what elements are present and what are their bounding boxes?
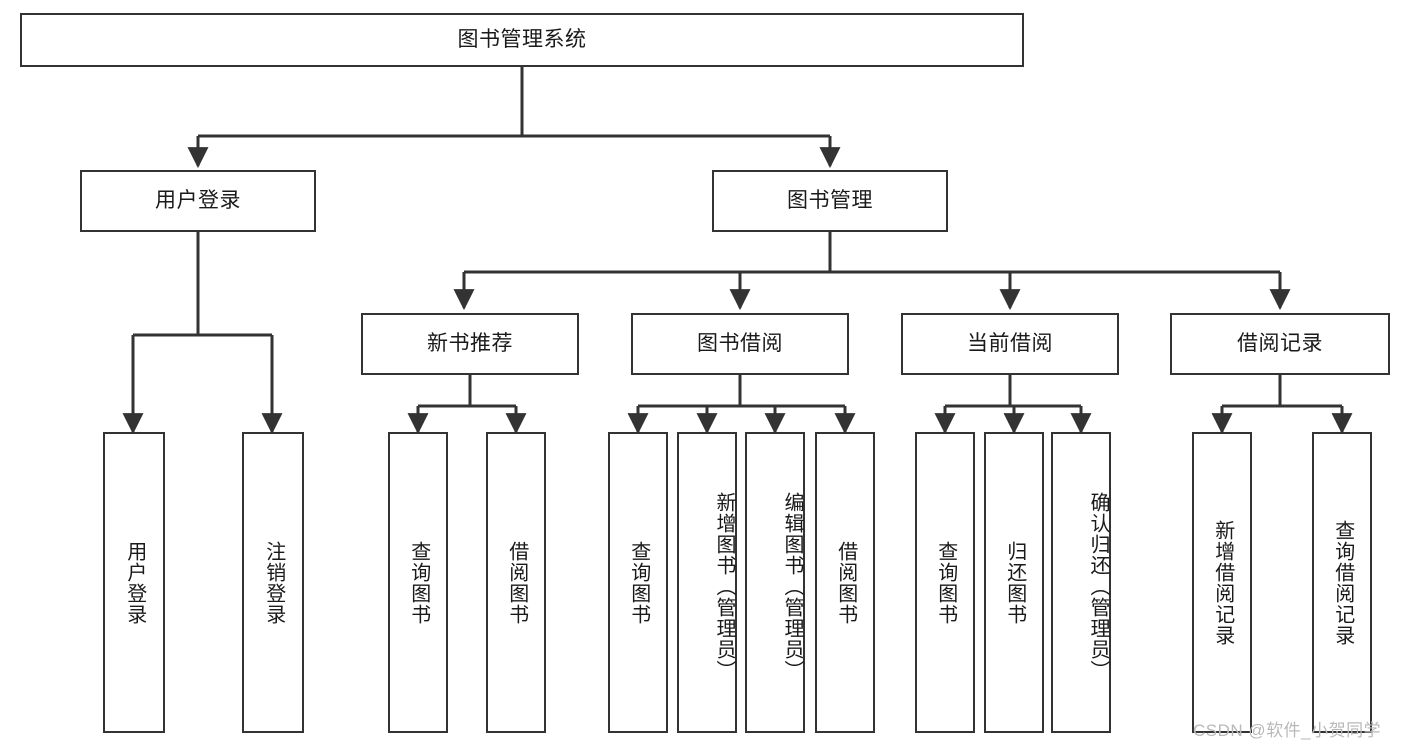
node-borrow-record-label: 借阅记录	[1237, 331, 1323, 355]
node-leaf-query-borrow-record[interactable]: 查询借阅记录	[1312, 432, 1372, 733]
node-leaf-return-book[interactable]: 归还图书	[984, 432, 1044, 733]
watermark: CSDN @软件_小贺同学	[1193, 721, 1382, 740]
node-leaf-confirm-return[interactable]: 确认归还（管理员）	[1051, 432, 1111, 733]
node-user-login-label: 用户登录	[155, 188, 241, 212]
node-leaf-add-book-label: 新增图书（管理员）	[713, 492, 735, 681]
node-leaf-edit-book-label: 编辑图书（管理员）	[781, 492, 803, 681]
node-root-label: 图书管理系统	[457, 27, 587, 51]
node-book-management-label: 图书管理	[787, 188, 873, 212]
node-leaf-query-book-3-label: 查询图书	[934, 540, 957, 625]
node-leaf-user-login-label: 用户登录	[123, 540, 146, 625]
node-leaf-query-book-1[interactable]: 查询图书	[388, 432, 448, 733]
node-leaf-edit-book[interactable]: 编辑图书（管理员）	[745, 432, 805, 733]
node-book-management[interactable]: 图书管理	[712, 170, 948, 232]
node-current-borrow-label: 当前借阅	[967, 331, 1053, 355]
node-leaf-confirm-return-label: 确认归还（管理员）	[1087, 492, 1109, 681]
node-leaf-query-book-3[interactable]: 查询图书	[915, 432, 975, 733]
node-new-book-recommend[interactable]: 新书推荐	[361, 313, 579, 375]
node-leaf-borrow-book-1[interactable]: 借阅图书	[486, 432, 546, 733]
node-leaf-add-borrow-record-label: 新增借阅记录	[1211, 519, 1234, 646]
node-leaf-borrow-book-2-label: 借阅图书	[834, 540, 857, 625]
node-book-borrow[interactable]: 图书借阅	[631, 313, 849, 375]
node-root[interactable]: 图书管理系统	[20, 13, 1024, 67]
node-leaf-logout-label: 注销登录	[262, 540, 285, 625]
node-leaf-query-book-1-label: 查询图书	[407, 540, 430, 625]
node-leaf-add-book[interactable]: 新增图书（管理员）	[677, 432, 737, 733]
node-new-book-recommend-label: 新书推荐	[427, 331, 513, 355]
node-book-borrow-label: 图书借阅	[697, 331, 783, 355]
node-borrow-record[interactable]: 借阅记录	[1170, 313, 1390, 375]
node-leaf-borrow-book-2[interactable]: 借阅图书	[815, 432, 875, 733]
node-leaf-return-book-label: 归还图书	[1003, 540, 1026, 625]
node-leaf-add-borrow-record[interactable]: 新增借阅记录	[1192, 432, 1252, 733]
node-leaf-user-login[interactable]: 用户登录	[103, 432, 165, 733]
node-leaf-borrow-book-1-label: 借阅图书	[505, 540, 528, 625]
node-leaf-logout[interactable]: 注销登录	[242, 432, 304, 733]
node-leaf-query-book-2-label: 查询图书	[627, 540, 650, 625]
node-user-login[interactable]: 用户登录	[80, 170, 316, 232]
node-current-borrow[interactable]: 当前借阅	[901, 313, 1119, 375]
node-leaf-query-borrow-record-label: 查询借阅记录	[1331, 519, 1354, 646]
node-leaf-query-book-2[interactable]: 查询图书	[608, 432, 668, 733]
